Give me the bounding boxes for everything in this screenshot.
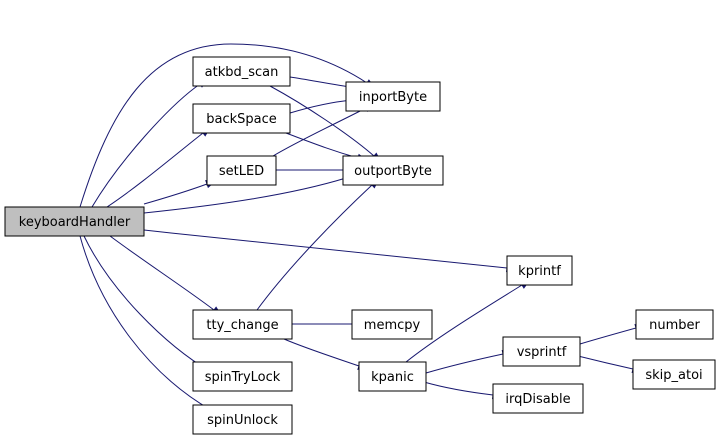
node-box bbox=[492, 383, 584, 414]
node-label: inportByte bbox=[359, 90, 427, 105]
edge-line bbox=[79, 43, 368, 208]
node-tty_change[interactable]: tty_change bbox=[192, 309, 293, 340]
node-atkbd_scan[interactable]: atkbd_scan bbox=[192, 56, 291, 87]
edge-line bbox=[143, 183, 208, 205]
edge-tty_change-to-outportByte bbox=[256, 177, 380, 311]
node-box bbox=[192, 56, 291, 87]
node-spinTryLock[interactable]: spinTryLock bbox=[192, 361, 293, 392]
edge-line bbox=[285, 132, 359, 159]
node-spinUnlock[interactable]: spinUnlock bbox=[192, 404, 293, 435]
edge-line bbox=[425, 353, 504, 374]
node-keyboardHandler: keyboardHandler bbox=[4, 206, 145, 237]
node-label: vsprintf bbox=[517, 345, 567, 360]
edge-keyboardHandler-to-tty_change bbox=[109, 235, 223, 317]
node-kprintf[interactable]: kprintf bbox=[506, 255, 573, 286]
node-vsprintf[interactable]: vsprintf bbox=[502, 336, 581, 367]
node-label: tty_change bbox=[206, 318, 278, 333]
edge-vsprintf-to-number bbox=[579, 324, 647, 345]
edge-line bbox=[91, 83, 201, 208]
node-box bbox=[192, 404, 293, 435]
node-memcpy[interactable]: memcpy bbox=[351, 309, 433, 340]
edge-line bbox=[423, 381, 494, 396]
node-backSpace[interactable]: backSpace bbox=[192, 103, 291, 134]
node-label: keyboardHandler bbox=[19, 215, 131, 230]
edge-line bbox=[106, 132, 204, 208]
edge-line bbox=[269, 85, 375, 157]
node-setLED[interactable]: setLED bbox=[206, 155, 277, 186]
edge-line bbox=[289, 99, 353, 114]
edge-keyboardHandler-to-backSpace bbox=[106, 126, 212, 208]
edge-tty_change-to-memcpy bbox=[292, 319, 363, 329]
node-box bbox=[206, 155, 277, 186]
node-label: irqDisable bbox=[505, 392, 570, 407]
node-label: number bbox=[649, 318, 700, 333]
edge-line bbox=[256, 184, 373, 311]
edge-line bbox=[109, 235, 215, 311]
node-box bbox=[351, 309, 433, 340]
edge-vsprintf-to-skip_atoi bbox=[577, 355, 644, 374]
node-label: spinUnlock bbox=[207, 413, 278, 428]
node-label: outportByte bbox=[354, 164, 432, 179]
node-number[interactable]: number bbox=[635, 309, 714, 340]
edge-kpanic-to-vsprintf bbox=[425, 349, 514, 374]
edge-kpanic-to-irqDisable bbox=[423, 381, 504, 400]
node-box bbox=[192, 103, 291, 134]
node-inportByte[interactable]: inportByte bbox=[345, 81, 441, 112]
node-box bbox=[345, 81, 441, 112]
edge-line bbox=[143, 177, 347, 214]
edge-line bbox=[405, 284, 523, 363]
edge-keyboardHandler-to-kprintf bbox=[143, 229, 518, 273]
node-skip_atoi[interactable]: skip_atoi bbox=[632, 359, 716, 390]
node-kpanic[interactable]: kpanic bbox=[358, 361, 427, 392]
node-box bbox=[632, 359, 716, 390]
node-box bbox=[506, 255, 573, 286]
node-box bbox=[4, 206, 145, 237]
node-label: kpanic bbox=[371, 370, 414, 385]
node-label: backSpace bbox=[206, 112, 277, 127]
edge-line bbox=[579, 327, 637, 345]
edge-line bbox=[272, 107, 367, 157]
node-label: kprintf bbox=[518, 264, 561, 279]
edge-keyboardHandler-to-setLED bbox=[143, 180, 217, 205]
node-box bbox=[635, 309, 714, 340]
node-label: spinTryLock bbox=[205, 370, 281, 385]
node-label: skip_atoi bbox=[645, 368, 702, 383]
node-outportByte[interactable]: outportByte bbox=[342, 155, 444, 186]
edge-line bbox=[83, 235, 212, 373]
edge-tty_change-to-kpanic bbox=[283, 338, 369, 370]
node-box bbox=[342, 155, 444, 186]
edge-line bbox=[283, 338, 360, 367]
node-label: memcpy bbox=[364, 318, 421, 333]
node-label: setLED bbox=[219, 164, 264, 179]
edge-line bbox=[79, 235, 212, 411]
node-box bbox=[502, 336, 581, 367]
edge-line bbox=[143, 229, 508, 269]
edge-line bbox=[577, 355, 634, 370]
node-label: atkbd_scan bbox=[205, 65, 279, 80]
node-box bbox=[358, 361, 427, 392]
node-box bbox=[192, 361, 293, 392]
node-irqDisable[interactable]: irqDisable bbox=[492, 383, 584, 414]
edge-keyboardHandler-to-spinTryLock bbox=[83, 235, 220, 378]
edge-setLED-to-outportByte bbox=[276, 165, 354, 175]
node-box bbox=[192, 309, 293, 340]
node-layer: keyboardHandler atkbd_scan backSpace setLED… bbox=[4, 56, 716, 435]
